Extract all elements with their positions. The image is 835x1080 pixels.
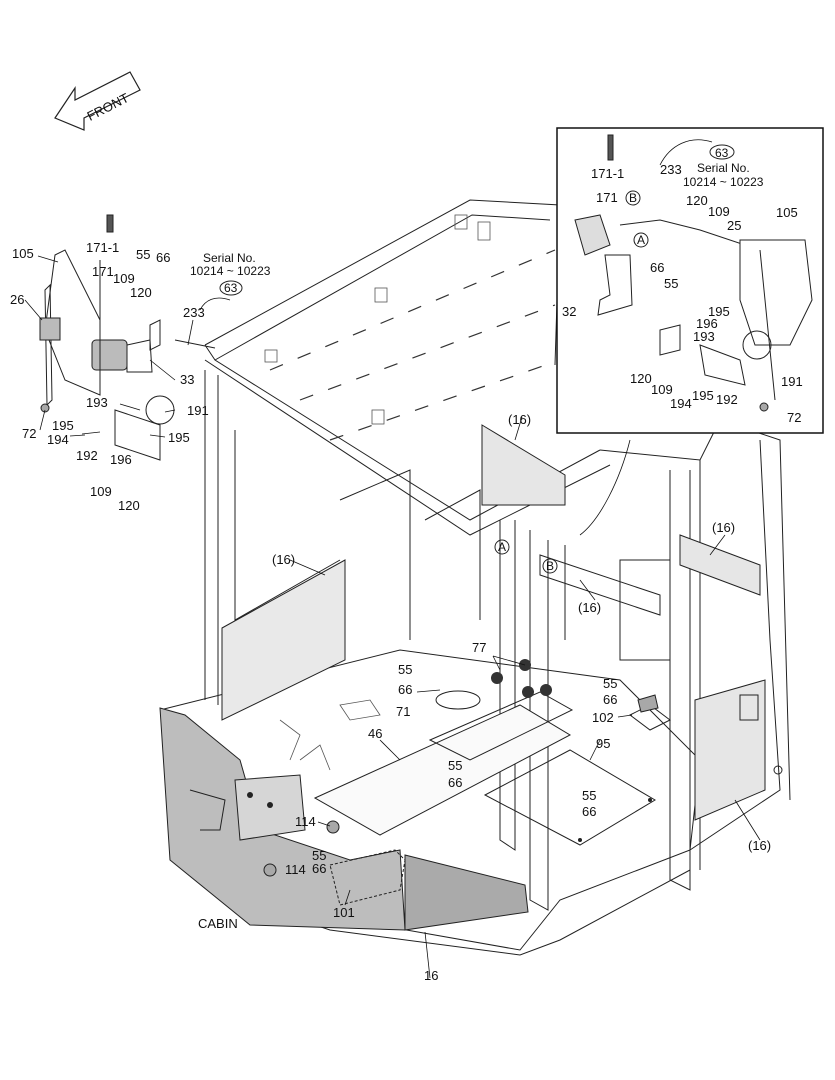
label-101: 101 xyxy=(333,905,355,920)
label-196: 196 xyxy=(110,452,132,467)
serial-label-main: Serial No. xyxy=(203,251,256,265)
label-114: 114 xyxy=(295,814,316,829)
label-109b: 109 xyxy=(90,484,112,499)
label-33: 33 xyxy=(180,372,194,387)
callout-a-detail: A xyxy=(637,233,645,247)
detail-label-195: 195 xyxy=(708,304,730,319)
label-16-roof: (16) xyxy=(508,412,531,427)
panel-16-center xyxy=(539,554,661,616)
floor-plate-46 xyxy=(313,691,574,836)
label-66d: 66 xyxy=(448,775,462,790)
label-16-left: (16) xyxy=(272,552,295,567)
label-192: 192 xyxy=(76,448,98,463)
detail-inset xyxy=(556,127,824,434)
label-120: 120 xyxy=(130,285,152,300)
callout-b: B xyxy=(546,559,554,573)
detail-label-120b: 120 xyxy=(630,371,652,386)
label-55: 55 xyxy=(136,247,150,262)
label-26: 26 xyxy=(10,292,24,307)
knob-114 xyxy=(263,820,340,877)
label-109: 109 xyxy=(113,271,135,286)
plate-101 xyxy=(329,849,406,906)
callout-b-detail: B xyxy=(629,191,637,205)
label-66: 66 xyxy=(156,250,170,265)
label-16-right: (16) xyxy=(712,520,735,535)
label-102: 102 xyxy=(592,710,614,725)
label-194: 194 xyxy=(47,432,69,447)
callout-a: A xyxy=(498,540,506,554)
label-66f: 66 xyxy=(312,861,326,876)
label-66c: 66 xyxy=(603,692,617,707)
label-55f: 55 xyxy=(312,848,326,863)
detail-label-72: 72 xyxy=(787,410,801,425)
label-66e: 66 xyxy=(582,804,596,819)
detail-label-109b: 109 xyxy=(651,382,673,397)
label-46: 46 xyxy=(368,726,382,741)
detail-label-105: 105 xyxy=(776,205,798,220)
label-55d: 55 xyxy=(448,758,462,773)
label-171: 171 xyxy=(92,264,114,279)
detail-label-25: 25 xyxy=(727,218,741,233)
label-16: 16 xyxy=(424,968,438,983)
label-195: 195 xyxy=(52,418,74,433)
label-95: 95 xyxy=(596,736,610,751)
label-55b: 55 xyxy=(398,662,412,677)
label-16-center: (16) xyxy=(578,600,601,615)
detail-label-196: 196 xyxy=(696,316,718,331)
detail-label-120: 120 xyxy=(686,193,708,208)
bracket-102 xyxy=(629,694,671,731)
detail-label-233: 233 xyxy=(660,162,682,177)
serial-label-detail: Serial No. xyxy=(697,161,750,175)
label-120b: 120 xyxy=(118,498,140,513)
label-171-1: 171-1 xyxy=(86,240,119,255)
detail-label-171: 171 xyxy=(596,190,618,205)
label-66b: 66 xyxy=(398,682,412,697)
floor-plate-95 xyxy=(483,749,656,846)
panel-16-right-upper xyxy=(679,534,761,596)
serial-ref-main: 63 xyxy=(224,281,238,295)
label-233: 233 xyxy=(183,305,205,320)
front-cover-left xyxy=(159,707,406,931)
serial-range-detail: 10214 ~ 10223 xyxy=(683,175,764,189)
label-55e: 55 xyxy=(582,788,596,803)
detail-label-32: 32 xyxy=(562,304,576,319)
label-105: 105 xyxy=(12,246,34,261)
plate-71 xyxy=(435,690,481,710)
detail-label-55: 55 xyxy=(664,276,678,291)
label-195b: 195 xyxy=(168,430,190,445)
label-191: 191 xyxy=(187,403,209,418)
detail-label-194: 194 xyxy=(670,396,692,411)
label-71: 71 xyxy=(396,704,410,719)
panel-16-roof-left xyxy=(481,424,566,506)
detail-label-191: 191 xyxy=(781,374,803,389)
front-arrow-icon xyxy=(54,71,141,131)
serial-range-main: 10214 ~ 10223 xyxy=(190,264,271,278)
label-16-lower-right: (16) xyxy=(748,838,771,853)
label-55c: 55 xyxy=(603,676,617,691)
cabin-label: CABIN xyxy=(198,916,238,931)
detail-label-66: 66 xyxy=(650,260,664,275)
detail-label-171-1: 171-1 xyxy=(591,166,624,181)
label-114b: 114 xyxy=(285,862,306,877)
detail-label-109: 109 xyxy=(708,204,730,219)
front-cover-16 xyxy=(404,854,529,931)
serial-ref-detail: 63 xyxy=(715,146,729,160)
detail-label-193: 193 xyxy=(693,329,715,344)
detail-label-192: 192 xyxy=(716,392,738,407)
label-77: 77 xyxy=(472,640,486,655)
label-193: 193 xyxy=(86,395,108,410)
leader-lines xyxy=(24,255,761,979)
panel-16-right-lower xyxy=(694,679,783,821)
detail-label-195b: 195 xyxy=(692,388,714,403)
panel-16-left xyxy=(221,559,346,721)
label-72: 72 xyxy=(22,426,36,441)
